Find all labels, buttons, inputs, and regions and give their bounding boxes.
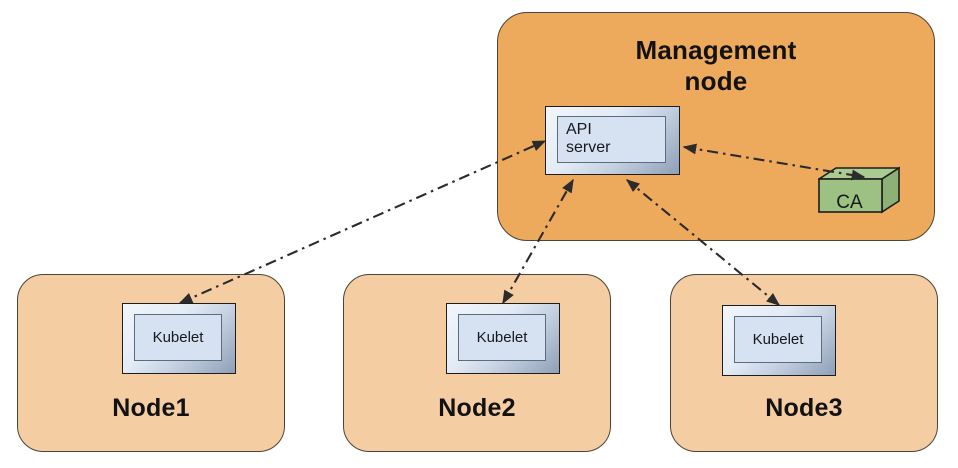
management-node-label: Management node xyxy=(635,35,797,96)
api-server-inner: API server xyxy=(557,116,666,163)
kubelet-label-node1: Kubelet xyxy=(152,328,204,346)
kubelet-box-node2[interactable]: Kubelet xyxy=(446,303,560,374)
node-label-node3: Node3 xyxy=(765,393,843,422)
kubelet-box-node3[interactable]: Kubelet xyxy=(722,305,836,376)
kubelet-label-node2: Kubelet xyxy=(476,328,528,346)
ca-label: CA xyxy=(836,192,863,213)
kubelet-label-node3: Kubelet xyxy=(752,330,804,348)
kubelet-inner-node2: Kubelet xyxy=(458,314,546,361)
kubelet-inner-node3: Kubelet xyxy=(734,316,822,363)
node-label-node1: Node1 xyxy=(112,393,190,422)
node-label-node2: Node2 xyxy=(438,393,516,422)
ca-cube[interactable]: CA xyxy=(818,166,900,214)
api-server-box[interactable]: API server xyxy=(545,106,680,175)
api-server-label: API server xyxy=(566,121,611,157)
kubelet-inner-node1: Kubelet xyxy=(134,314,222,361)
kubelet-box-node1[interactable]: Kubelet xyxy=(122,303,236,374)
